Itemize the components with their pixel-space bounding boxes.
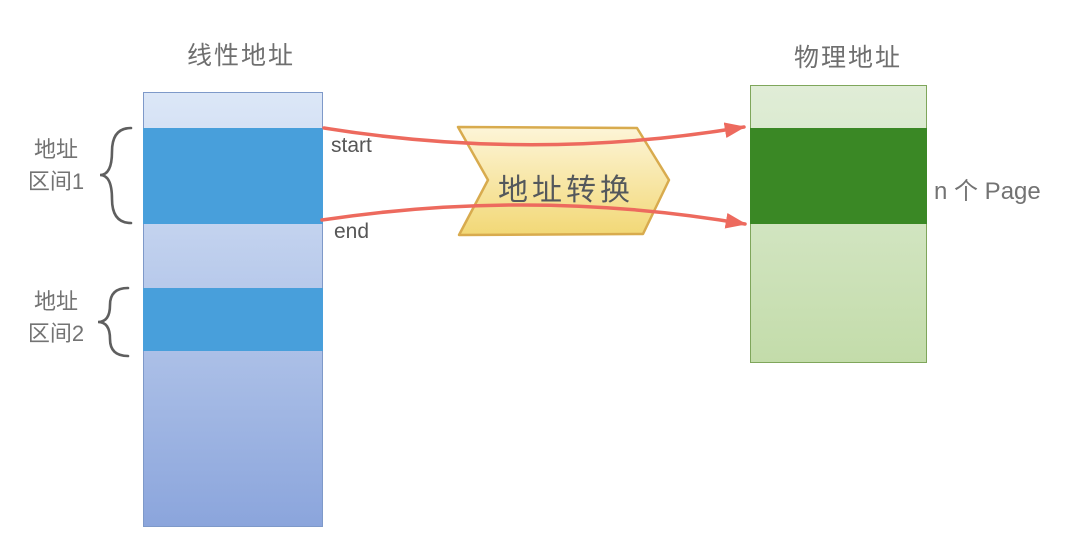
region2-label-line1: 地址 bbox=[33, 289, 78, 314]
physical-segment-pages bbox=[750, 128, 927, 224]
region2-label-line2: 区间2 bbox=[27, 321, 85, 346]
region2-brace bbox=[97, 286, 130, 358]
region2-label: 地址 区间2 bbox=[14, 286, 98, 350]
address-translation-label: 地址转换 bbox=[498, 174, 634, 207]
linear-segment-region1 bbox=[143, 128, 323, 224]
physical-address-title: 物理地址 bbox=[793, 44, 902, 72]
region1-label-line1: 地址 bbox=[33, 137, 78, 162]
region1-label: 地址 区间1 bbox=[14, 134, 98, 198]
region1-brace bbox=[99, 126, 133, 225]
physical-address-bar bbox=[750, 85, 927, 363]
n-pages-label: n 个 Page bbox=[934, 178, 1041, 205]
start-annotation: start bbox=[331, 134, 372, 157]
start-mapping-arrow bbox=[322, 122, 746, 147]
linear-segment-region2 bbox=[143, 288, 323, 351]
region1-label-line2: 区间1 bbox=[27, 169, 85, 194]
linear-address-bar bbox=[143, 92, 323, 527]
linear-address-title: 线性地址 bbox=[186, 42, 295, 70]
end-mapping-arrow bbox=[320, 203, 747, 229]
end-annotation: end bbox=[334, 220, 370, 243]
